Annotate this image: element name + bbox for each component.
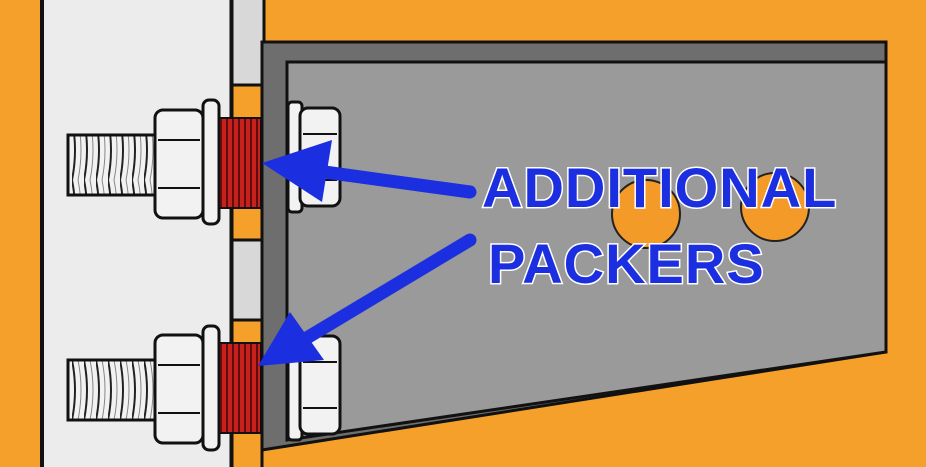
callout-label: PACKERS (487, 232, 766, 295)
packer (218, 117, 262, 209)
arrow-left-icon (262, 140, 477, 202)
bolt-thread (66, 358, 170, 422)
hex-nut (153, 333, 205, 445)
bolt-thread (66, 133, 170, 197)
callout-label: ADDITIONAL (480, 156, 838, 219)
fixing-hole (611, 179, 681, 249)
fixing-hole (740, 172, 810, 242)
bracket (260, 40, 888, 452)
hex-nut (153, 108, 205, 220)
washer (201, 98, 221, 226)
packer (218, 342, 262, 434)
washer (201, 324, 221, 452)
arrow-down-left-icon (258, 233, 477, 366)
hex-bolt-icon (66, 324, 342, 452)
hex-bolt-icon (66, 98, 342, 226)
